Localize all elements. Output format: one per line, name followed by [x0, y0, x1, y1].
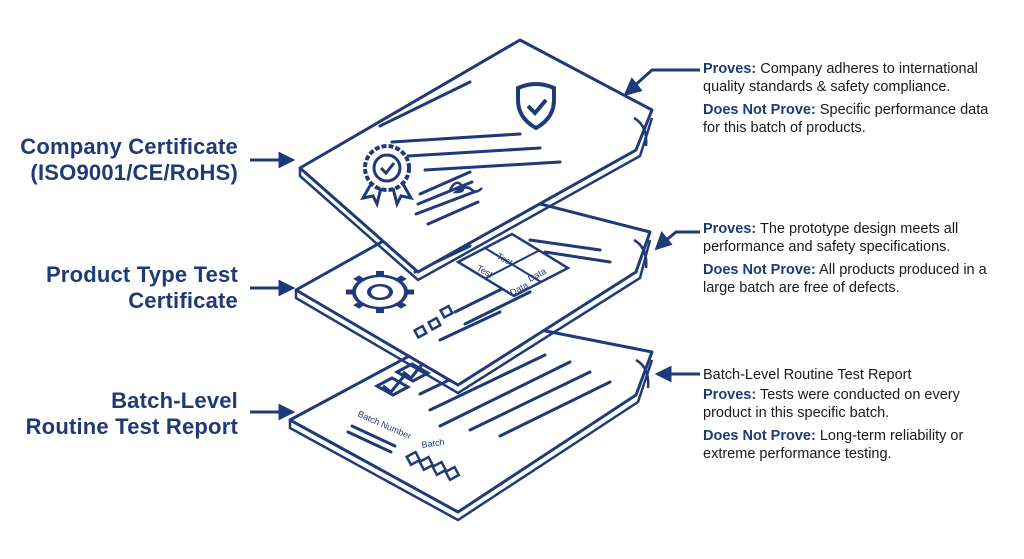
not-prove-text: All products produced in a large batch a… [703, 262, 987, 296]
note-product: Proves: The prototype design meets all p… [703, 220, 1003, 302]
label-product-line2: Certificate [128, 288, 238, 313]
gear-icon [346, 270, 414, 314]
note-batch-title: Batch-Level Routine Test Report [703, 367, 912, 383]
not-prove-text: Specific performance data for this batch… [703, 102, 989, 136]
note-batch: Batch-Level Routine Test Report Proves: … [703, 366, 1003, 468]
proves-text: Tests were conducted on every product in… [703, 387, 960, 421]
proves-text: Company adheres to international quality… [703, 61, 978, 95]
label-batch-report: Batch-Level Routine Test Report [26, 388, 238, 440]
label-product-line1: Product Type Test [45, 262, 238, 287]
company-certificate-document [298, 38, 654, 282]
label-company-line1: Company Certificate [20, 134, 238, 159]
signature-icon [448, 181, 483, 194]
label-product-type-test: Product Type Test Certificate [46, 262, 238, 314]
shield-check-icon [516, 82, 556, 131]
not-prove-key: Does Not Prove: [703, 102, 816, 118]
batch-label: Batch [421, 437, 445, 450]
not-prove-text: Long-term reliability or extreme perform… [703, 428, 964, 462]
proves-key: Proves: [703, 61, 757, 77]
label-company-line2: (ISO9001/CE/RoHS) [30, 160, 238, 185]
award-seal-icon [360, 144, 414, 209]
arrow-icon [250, 68, 700, 421]
proves-key: Proves: [703, 387, 757, 403]
batch-report-document: Batch Number Batch [288, 316, 654, 522]
batch-boxes [405, 450, 461, 482]
label-batch-line1: Batch-Level [111, 388, 238, 413]
proves-key: Proves: [703, 221, 757, 237]
label-company-certificate: Company Certificate (ISO9001/CE/RoHS) [20, 134, 238, 186]
note-company: Proves: Company adheres to international… [703, 60, 1003, 142]
not-prove-key: Does Not Prove: [703, 428, 816, 444]
not-prove-key: Does Not Prove: [703, 262, 816, 278]
proves-text: The prototype design meets all performan… [703, 221, 959, 255]
label-batch-line2: Routine Test Report [25, 414, 238, 439]
checkbox-icon [373, 361, 432, 397]
